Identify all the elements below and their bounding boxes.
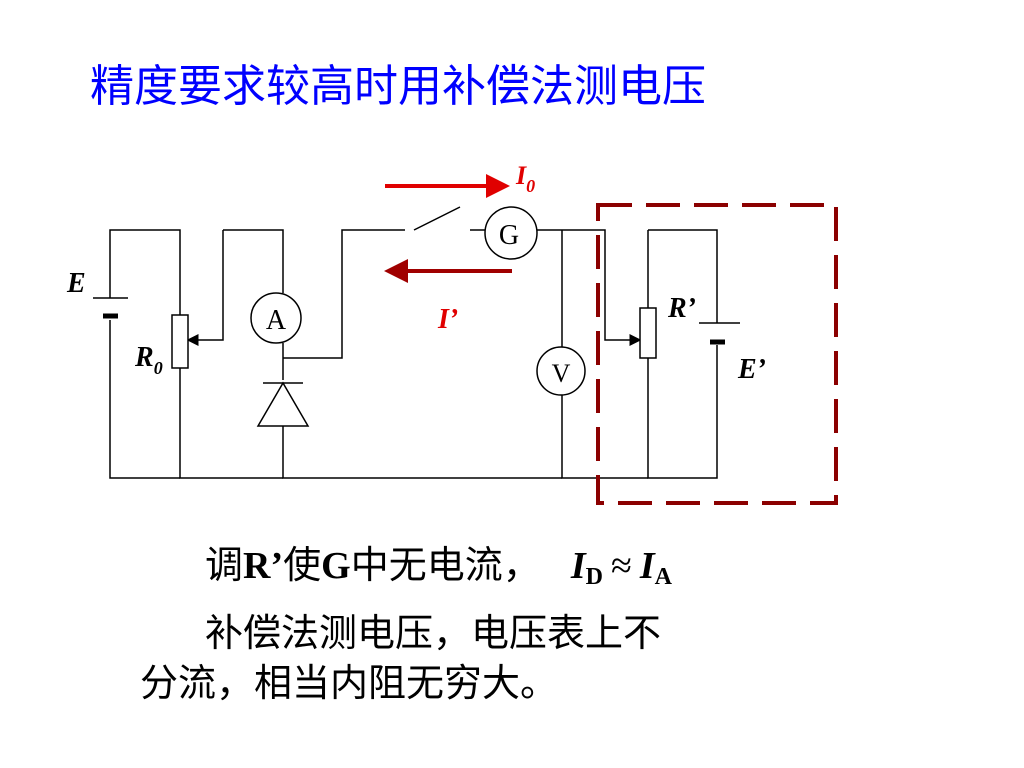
switch-blade (413, 206, 461, 231)
caption-i-d: ID (570, 545, 603, 590)
wire-voltmeter-bottom (561, 395, 648, 479)
caption-prefix: 调 (205, 543, 244, 587)
diode (256, 381, 310, 427)
label-e: E (66, 268, 86, 299)
wires (109, 206, 718, 479)
resistor-r-prime (639, 307, 657, 359)
caption-i-a: IA (639, 545, 672, 590)
wire-slider-arrow (186, 230, 224, 346)
label-r-prime: R’ (667, 293, 696, 324)
caption-line-2: 补偿法测电压，电压表上不 (205, 611, 662, 655)
wire-rprime-top2 (648, 229, 718, 323)
label-i0: I0 (515, 161, 535, 196)
caption-approx: ≈ (610, 545, 632, 587)
page-title: 精度要求较高时用补偿法测电压 (90, 61, 706, 112)
wire-battery-e-left (109, 229, 181, 315)
wire-node-switch (283, 229, 405, 359)
ammeter: A (250, 292, 302, 344)
compensation-dashed-box (596, 203, 838, 505)
ammeter-label: A (266, 305, 287, 336)
wire-diode-bottom (282, 426, 562, 479)
caption-g: G (321, 545, 351, 587)
label-r0: R0 (134, 342, 163, 378)
galvanometer-label: G (499, 220, 519, 251)
battery-e-prime (699, 322, 740, 345)
label-i-prime: I’ (437, 304, 458, 335)
wire-r0-slider-top (223, 229, 284, 293)
wire-to-rprime-slider (562, 229, 642, 346)
caption-line-3: 分流，相当内阻无穷大。 (140, 661, 559, 705)
wire-rprime-bottom (647, 345, 718, 479)
caption-mid2: 中无电流， (350, 543, 541, 587)
caption-r-prime: R’ (243, 545, 284, 587)
caption-line-1: 调R’使G中无电流， ID≈IA (205, 534, 672, 591)
label-e-prime: E’ (737, 354, 766, 385)
resistor-r0 (171, 314, 189, 369)
wire-r0-bottom (179, 368, 283, 479)
battery-e (93, 297, 128, 319)
galvanometer: G (484, 206, 538, 260)
caption-mid1: 使 (283, 543, 322, 587)
voltmeter-label: V (552, 359, 571, 388)
voltmeter: V (536, 346, 586, 396)
wire-battery-e-bottom (109, 320, 180, 479)
